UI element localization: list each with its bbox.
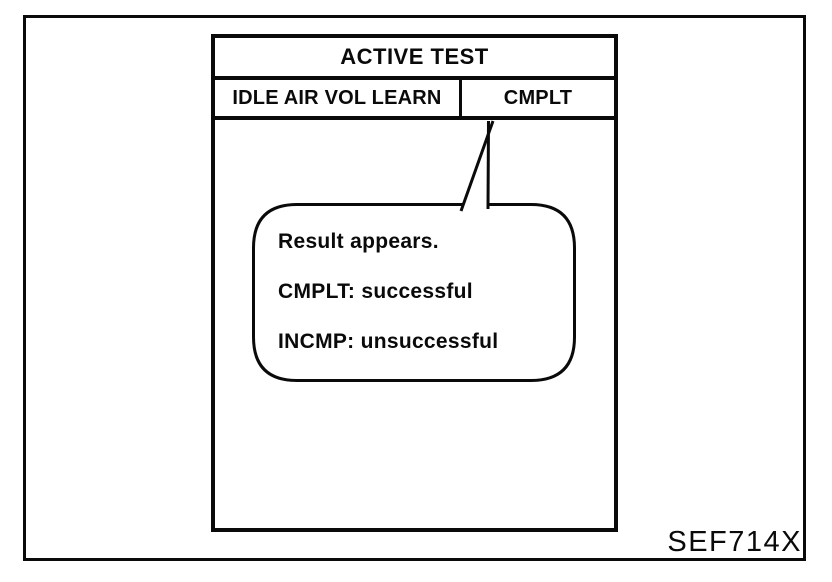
callout-line-incmp: INCMP: unsuccessful [278,330,499,353]
test-result-cell: CMPLT [503,86,573,109]
callout-line-result-appears: Result appears. [278,230,439,253]
test-result-row: IDLE AIR VOL LEARN CMPLT [215,80,614,120]
callout-text: Result appears. CMPLT: successful INCMP:… [278,217,558,367]
active-test-title: ACTIVE TEST [215,38,614,80]
callout-tail-gap [462,201,487,209]
test-name-cell: IDLE AIR VOL LEARN [215,80,462,116]
callout-bubble-outline [252,203,576,382]
callout-tail-right-line [486,120,490,210]
callout-line-cmplt: CMPLT: successful [278,280,473,303]
figure-id-label: SEF714X [667,526,802,558]
